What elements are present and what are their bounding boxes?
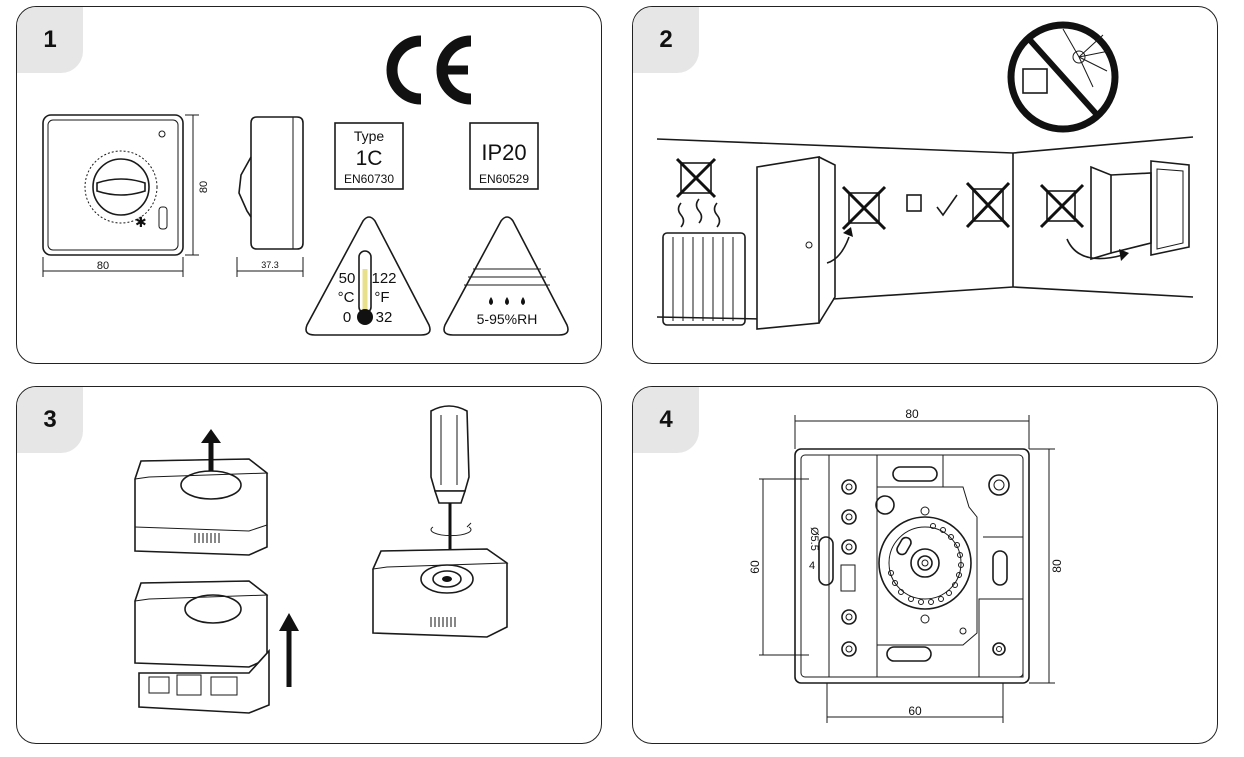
- temp-celsius-unit: °C: [338, 289, 355, 306]
- dim-depth-label: 37.3: [261, 260, 279, 270]
- thermostat-knob-removed: [372, 548, 509, 638]
- screwdriver-icon: [430, 405, 472, 563]
- droplet-icon: [505, 297, 509, 305]
- dim-width-label: 80: [97, 260, 109, 272]
- dim-height-label: 80: [198, 181, 210, 193]
- droplet-icon: [521, 297, 525, 305]
- panel-3-number: 3: [17, 387, 83, 453]
- type-norm: EN60730: [344, 172, 394, 186]
- thermostat-base-plate: [794, 448, 1030, 684]
- ip-box: [469, 122, 539, 190]
- ip-norm: EN60529: [479, 172, 529, 186]
- dial-mechanism: [876, 486, 978, 646]
- dim-top-label: 80: [905, 407, 919, 421]
- dim-right-label: 80: [1050, 559, 1064, 573]
- type-title: Type: [354, 128, 385, 144]
- panel-3: 3: [16, 386, 602, 744]
- terminal-block: [840, 479, 895, 657]
- thermostat-closed-iso: [134, 429, 269, 556]
- thermostat-opened-iso: [134, 580, 299, 714]
- radiator-icon: [662, 157, 746, 326]
- panel-4-number: 4: [633, 387, 699, 453]
- arrow-up-icon: [201, 429, 221, 443]
- temp-fahrenheit-max: 122: [371, 270, 396, 287]
- temperature-warning-triangle: [305, 216, 431, 336]
- hole-diameter-label: Ø5.5: [808, 527, 820, 551]
- panel-3-drawing: [134, 405, 509, 714]
- correct-placement-icon: [906, 181, 1011, 229]
- temp-fahrenheit-unit: °F: [374, 289, 389, 306]
- thermostat-front-view: ✱: [42, 114, 184, 256]
- droplet-icon: [489, 297, 493, 305]
- thermostat-side-view: [236, 116, 304, 277]
- window-icon: [1039, 160, 1190, 261]
- dim-bottom-label: 60: [908, 704, 922, 718]
- panel-1-drawing: ✱ 80 80 37.3 Typ: [42, 35, 569, 336]
- no-sunlight-icon: [1007, 21, 1119, 133]
- humidity-warning-triangle: [443, 216, 569, 336]
- temp-celsius-max: 50: [339, 270, 356, 287]
- slot-width-label: 4: [809, 560, 815, 572]
- panel-4: 4 80 60 80 60: [632, 386, 1218, 744]
- panel-2-number: 2: [633, 7, 699, 73]
- panel-2-drawing: [656, 21, 1194, 330]
- type-value: 1C: [356, 147, 383, 170]
- type-box: [334, 122, 404, 190]
- front-dimensions: [42, 114, 199, 277]
- ip-value: IP20: [481, 140, 526, 165]
- panel-4-drawing: 80 60 80 60: [748, 407, 1064, 723]
- temp-fahrenheit-min: 32: [376, 309, 393, 326]
- panel-1-number: 1: [17, 7, 83, 73]
- panel-2: 2: [632, 6, 1218, 364]
- door-icon: [756, 156, 887, 330]
- room-walls: [656, 136, 1194, 320]
- panel-1: 1 ✱ 80 80: [16, 6, 602, 364]
- arrow-up-icon: [279, 613, 299, 631]
- ce-mark-logo: [386, 35, 472, 105]
- humidity-range: 5-95%RH: [477, 311, 538, 327]
- dim-left-label: 60: [748, 560, 762, 574]
- temp-celsius-min: 0: [343, 309, 351, 326]
- svg-text:✱: ✱: [135, 214, 147, 230]
